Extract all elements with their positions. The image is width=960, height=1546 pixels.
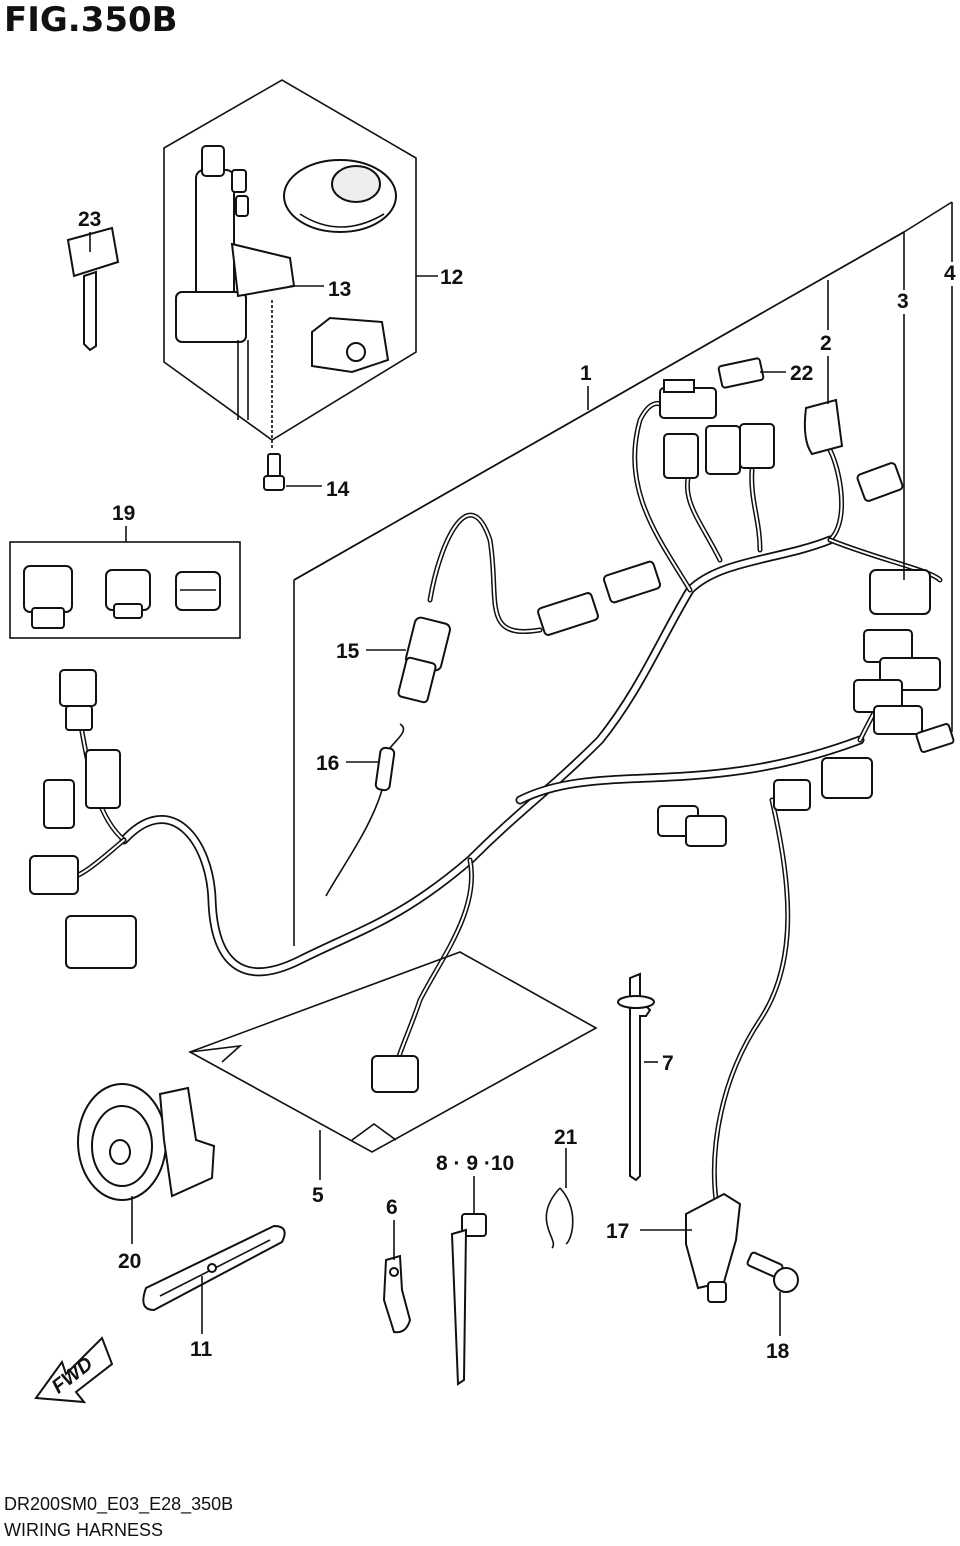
clip-21[interactable] <box>545 1187 574 1249</box>
switch-cover-part[interactable] <box>311 316 390 374</box>
cable-tie-8-9-10[interactable] <box>450 1213 487 1386</box>
connector-left-b[interactable] <box>85 749 121 809</box>
callout-18: 18 <box>766 1340 790 1363</box>
callout-4: 4 <box>944 262 956 285</box>
ignition-switch-part[interactable] <box>175 145 296 420</box>
connector-2[interactable] <box>803 398 844 456</box>
connector-left-e[interactable] <box>65 915 137 969</box>
connector-top-b[interactable] <box>663 433 699 479</box>
screw-14-part[interactable] <box>263 453 285 491</box>
callout-14: 14 <box>326 478 350 501</box>
clamp-6[interactable] <box>382 1254 412 1334</box>
connector-left-c[interactable] <box>43 779 75 829</box>
connector-right-a[interactable] <box>856 462 904 502</box>
connector-left-top[interactable] <box>59 669 97 731</box>
bolt-18[interactable] <box>746 1251 799 1293</box>
connector-right-group[interactable] <box>853 629 941 735</box>
connector-mid-a[interactable] <box>602 560 662 604</box>
connector-mid-b[interactable] <box>537 592 599 636</box>
connector-22[interactable] <box>717 357 765 389</box>
callout-16: 16 <box>316 752 339 775</box>
callout-21: 21 <box>554 1126 578 1149</box>
connector-top-a[interactable] <box>659 379 717 419</box>
ignition-switch-group <box>163 79 417 448</box>
connector-set-19 <box>9 541 241 639</box>
connector-19-c[interactable] <box>175 571 221 611</box>
connector-lower-mid[interactable] <box>371 1055 419 1093</box>
connector-4[interactable] <box>915 723 955 753</box>
connector-left-d[interactable] <box>29 855 79 895</box>
clamp-11[interactable] <box>142 1224 286 1312</box>
harness-connectors <box>29 357 955 1093</box>
callout-8-9-10: 8 · 9 ·10 <box>436 1152 514 1175</box>
sensor-17[interactable] <box>685 1192 742 1303</box>
connector-19-b[interactable] <box>105 569 151 619</box>
callout-1: 1 <box>580 362 592 385</box>
callout-7: 7 <box>662 1052 674 1075</box>
cable-tie-7[interactable] <box>617 972 655 1182</box>
callout-22: 22 <box>790 362 813 385</box>
callout-19: 19 <box>112 502 135 525</box>
callout-23: 23 <box>78 208 101 231</box>
callout-labels: 1 2 3 4 5 6 7 8 · 9 ·10 11 12 13 14 15 1… <box>78 208 956 1363</box>
key-23-part[interactable] <box>66 226 120 352</box>
brake-switch-15[interactable] <box>397 616 452 704</box>
callout-3: 3 <box>897 290 909 313</box>
spring-16[interactable] <box>325 723 405 897</box>
callout-20: 20 <box>118 1250 141 1273</box>
forward-arrow-icon: FWD <box>34 1336 114 1404</box>
connector-right-c[interactable] <box>773 779 811 811</box>
connector-top-c[interactable] <box>705 425 741 475</box>
callout-15: 15 <box>336 640 360 663</box>
connector-top-d[interactable] <box>739 423 775 469</box>
callout-11: 11 <box>190 1338 213 1361</box>
callout-13: 13 <box>328 278 351 301</box>
figure-code: DR200SM0_E03_E28_350B <box>4 1494 234 1514</box>
callout-17: 17 <box>606 1220 629 1243</box>
figure-title: FIG.350B <box>4 0 178 40</box>
horn-20[interactable] <box>77 1083 216 1201</box>
callout-6: 6 <box>386 1196 398 1219</box>
protector-sheet-5[interactable] <box>188 951 598 1153</box>
leader-lines <box>89 201 953 1336</box>
connector-lower-a[interactable] <box>657 805 727 847</box>
callout-12: 12 <box>440 266 463 289</box>
callout-2: 2 <box>820 332 832 355</box>
cap-seal-part[interactable] <box>283 159 397 233</box>
connector-right-b[interactable] <box>821 757 873 799</box>
figure-name: WIRING HARNESS <box>4 1520 164 1540</box>
connector-19-a[interactable] <box>23 565 73 629</box>
connector-3[interactable] <box>869 569 931 615</box>
callout-5: 5 <box>312 1184 324 1207</box>
